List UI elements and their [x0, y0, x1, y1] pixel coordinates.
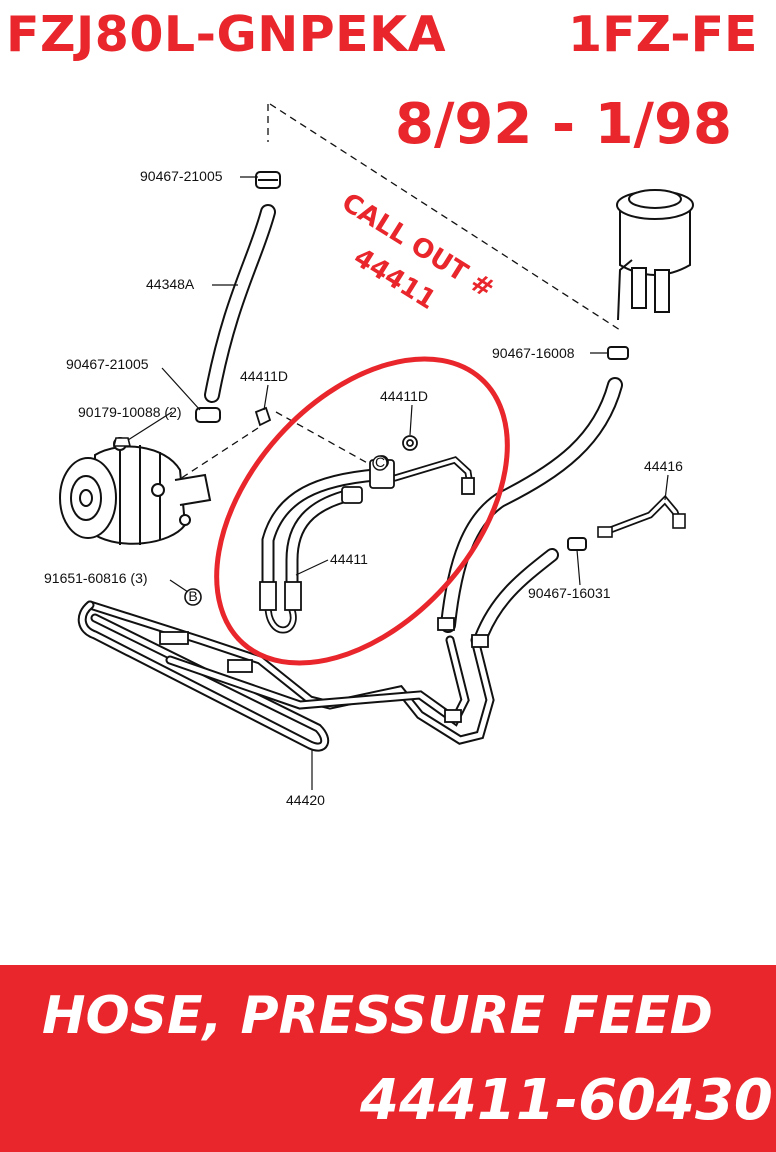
clamp-right: [567, 537, 587, 551]
clamp-pump: [195, 407, 221, 423]
gasket-left: [254, 406, 272, 427]
gasket-right: [402, 435, 418, 451]
label-cooler: 44420: [286, 792, 325, 808]
bolt-marker: B: [184, 588, 202, 606]
part-description: HOSE, PRESSURE FEED: [42, 986, 713, 1046]
clamp-tank: [607, 346, 629, 360]
label-gasket-left: 44411D: [240, 368, 288, 384]
label-clamp-pump: 90467-21005: [66, 356, 149, 372]
label-clamp-tank: 90467-16008: [492, 345, 575, 361]
reservoir-tank: [616, 189, 694, 321]
return-tube: [601, 494, 682, 536]
cooler-brackets: [159, 617, 489, 723]
part-number: 44411-60430: [360, 1068, 773, 1133]
parts-diagram: B C 90467-21005 44348A 90467-21005 90179…: [44, 103, 694, 808]
footer-banner: [0, 965, 776, 1152]
leader-lines: [127, 176, 669, 790]
label-return-tube: 44416: [644, 458, 683, 474]
clamp-top: [255, 171, 281, 189]
production-years: 8/92 - 1/98: [395, 92, 732, 157]
pressure-hose-fittings: [259, 455, 475, 611]
reference-lines: [159, 103, 621, 493]
svg-text:B: B: [188, 588, 197, 604]
pump-bolt: [112, 437, 132, 447]
label-clamp-top: 90467-21005: [140, 168, 223, 184]
label-clamp-right: 90467-16031: [528, 585, 611, 601]
pump-marker: C: [372, 454, 388, 471]
model-code: FZJ80L-GNPEKA: [6, 6, 446, 63]
lower-hose: [473, 548, 559, 647]
label-gasket-right: 44411D: [380, 388, 428, 404]
label-bolt-cooler: 91651-60816 (3): [44, 570, 148, 586]
label-pressure-hose: 44411: [330, 551, 368, 567]
label-bolt-pump: 90179-10088 (2): [78, 404, 182, 420]
callout-circle: [214, 356, 510, 666]
label-return-hose: 44348A: [146, 276, 195, 292]
steering-pump: [59, 437, 212, 545]
svg-text:C: C: [375, 454, 385, 470]
return-tube-fittings: [597, 513, 686, 538]
engine-code: 1FZ-FE: [568, 6, 758, 63]
cooler-tube: [77, 600, 495, 752]
return-hose: [204, 204, 276, 403]
